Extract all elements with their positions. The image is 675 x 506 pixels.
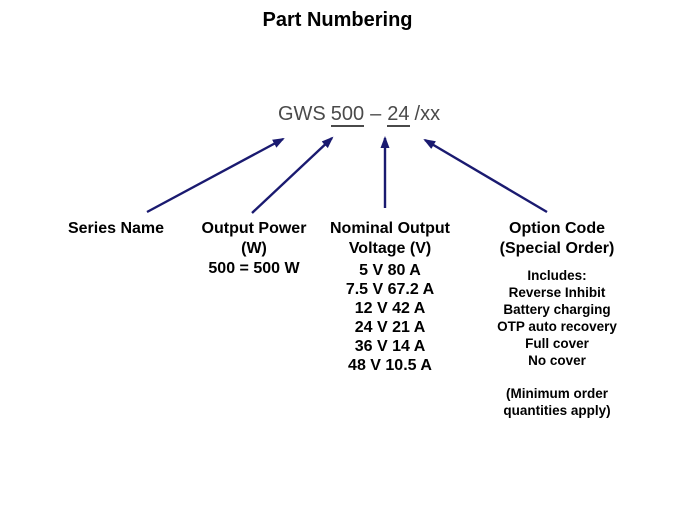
output-power-value: 500 = 500 W xyxy=(208,260,300,277)
minimum-order-note-line1: (Minimum order xyxy=(505,386,608,401)
option-code-item: No cover xyxy=(528,353,586,368)
column-nominal-output-voltage: Nominal Output Voltage (V) 5 V 80 A 7.5 … xyxy=(314,219,466,375)
output-power-heading-line1: Output Power xyxy=(201,220,307,237)
part-number-option-suffix: /xx xyxy=(414,103,441,125)
voltage-option: 7.5 V 67.2 A xyxy=(345,281,435,298)
arrow-series-name-icon xyxy=(146,137,285,214)
part-number-voltage: 24 xyxy=(387,103,410,127)
option-code-item: Full cover xyxy=(525,336,589,351)
voltage-options-list: 5 V 80 A 7.5 V 67.2 A 12 V 42 A 24 V 21 … xyxy=(314,261,466,375)
page-title: Part Numbering xyxy=(262,9,413,31)
voltage-option: 5 V 80 A xyxy=(359,262,421,279)
voltage-option: 12 V 42 A xyxy=(354,300,426,317)
option-code-item: Battery charging xyxy=(503,302,611,317)
voltage-heading-line1: Nominal Output xyxy=(330,220,450,237)
output-power-heading-line2: (W) xyxy=(241,240,267,257)
option-code-item: OTP auto recovery xyxy=(497,319,617,334)
arrow-output-power-icon xyxy=(251,136,334,214)
voltage-option: 24 V 21 A xyxy=(354,319,426,336)
part-number-separator: – xyxy=(370,103,382,125)
voltage-option: 48 V 10.5 A xyxy=(348,357,432,374)
column-output-power: Output Power (W) 500 = 500 W xyxy=(178,219,330,279)
series-name-heading: Series Name xyxy=(67,220,165,237)
part-number-power: 500 xyxy=(330,103,365,127)
column-series-name: Series Name xyxy=(40,219,192,239)
option-code-item: Includes: xyxy=(527,268,587,283)
minimum-order-note: (Minimum order quantities apply) xyxy=(477,385,637,419)
option-code-heading-line2: (Special Order) xyxy=(499,240,615,257)
option-code-includes-list: Includes: Reverse Inhibit Battery chargi… xyxy=(477,267,637,369)
part-number-series: GWS xyxy=(278,103,326,125)
voltage-option: 36 V 14 A xyxy=(354,338,426,355)
minimum-order-note-line2: quantities apply) xyxy=(503,403,611,418)
voltage-heading-line2: Voltage (V) xyxy=(348,240,432,257)
column-option-code: Option Code (Special Order) Includes: Re… xyxy=(477,219,637,419)
option-code-item: Reverse Inhibit xyxy=(508,285,606,300)
option-code-heading-line1: Option Code xyxy=(509,220,605,237)
arrow-option-code-icon xyxy=(423,138,548,214)
